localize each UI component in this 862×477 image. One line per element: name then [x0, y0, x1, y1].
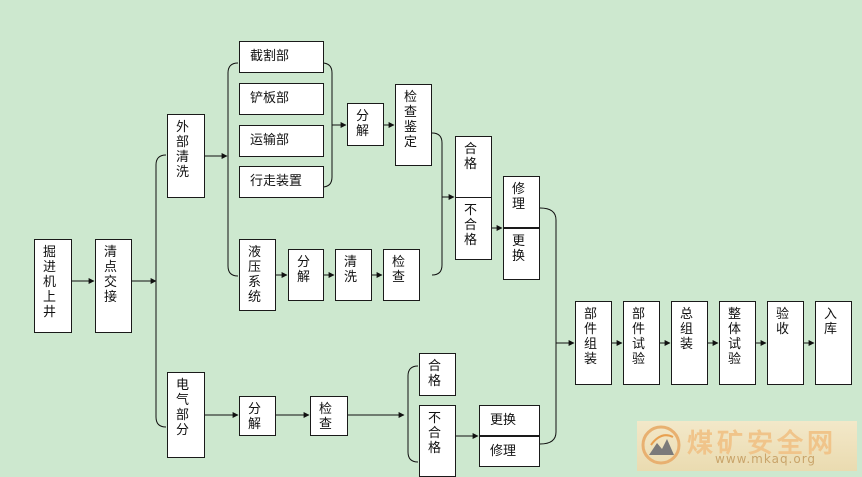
mine-logo-icon [641, 425, 681, 465]
node-label: 分解 [356, 109, 370, 139]
node-label: 不合格 [428, 411, 442, 456]
node-label: 液压系统 [248, 245, 262, 305]
node-label: 电气部分 [176, 378, 190, 438]
node-label: 截割部 [250, 49, 290, 64]
node-shovel-unit: 铲板部 [239, 83, 324, 115]
node-electrical: 电气部分 [167, 372, 205, 458]
node-decompose-3: 分解 [239, 396, 276, 436]
watermark-title: 煤矿安全网 [687, 429, 838, 459]
node-label: 运输部 [250, 133, 290, 148]
node-fail-1: 不合格 [455, 197, 492, 260]
node-label: 掘进机上井 [43, 245, 57, 320]
node-machine-up-well: 掘进机上井 [34, 239, 72, 333]
node-decompose-2: 分解 [288, 249, 324, 301]
node-inspect-1: 检查 [383, 249, 420, 301]
node-label: 合格 [428, 359, 442, 389]
node-label: 总组装 [680, 307, 694, 352]
node-label: 检查鉴定 [404, 90, 418, 150]
node-label: 检查 [319, 402, 333, 432]
node-pass-1: 合格 [455, 136, 492, 198]
node-acceptance: 验收 [767, 301, 804, 385]
node-label: 部件组装 [584, 307, 598, 367]
node-part-assembly: 部件组装 [575, 301, 612, 385]
node-label: 修理 [490, 444, 517, 459]
watermark: 煤矿安全网 www.mkaq.org [637, 421, 857, 471]
node-hydraulic-system: 液压系统 [239, 239, 276, 311]
node-label: 修理 [512, 182, 526, 212]
node-label: 部件试验 [632, 307, 646, 367]
node-storage: 入库 [815, 301, 852, 385]
node-pass-2: 合格 [419, 353, 456, 396]
node-repair-2: 修理 [479, 436, 540, 467]
node-replace-2: 更换 [479, 405, 540, 436]
node-replace-1: 更换 [503, 228, 540, 280]
node-label: 整体试验 [728, 307, 742, 367]
node-label: 铲板部 [250, 91, 290, 106]
node-inspect-evaluate: 检查鉴定 [395, 84, 432, 166]
node-label: 外部清洗 [176, 120, 190, 180]
node-decompose-1: 分解 [347, 103, 384, 146]
node-label: 行走装置 [250, 174, 303, 189]
node-cutting-unit: 截割部 [239, 41, 324, 73]
node-overall-test: 整体试验 [719, 301, 756, 385]
node-label: 不合格 [464, 203, 478, 248]
node-conveyor-unit: 运输部 [239, 125, 324, 157]
node-label: 清点交接 [104, 245, 118, 305]
node-inspect-2: 检查 [310, 396, 348, 436]
node-label: 验收 [776, 307, 790, 337]
node-label: 更换 [512, 234, 526, 264]
node-travel-unit: 行走装置 [239, 166, 324, 198]
node-outer-clean: 外部清洗 [167, 114, 205, 198]
watermark-url: www.mkaq.org [715, 452, 817, 466]
node-final-assembly: 总组装 [671, 301, 708, 385]
node-fail-2: 不合格 [419, 405, 456, 477]
node-part-test: 部件试验 [623, 301, 660, 385]
node-label: 更换 [490, 413, 517, 428]
node-label: 检查 [392, 255, 406, 285]
node-wash: 清洗 [335, 249, 372, 301]
node-label: 分解 [248, 402, 262, 432]
node-repair-1: 修理 [503, 176, 540, 228]
node-label: 清洗 [344, 255, 358, 285]
node-label: 入库 [824, 307, 838, 337]
node-count-handover: 清点交接 [95, 239, 132, 333]
node-label: 分解 [297, 255, 311, 285]
node-label: 合格 [464, 142, 478, 172]
